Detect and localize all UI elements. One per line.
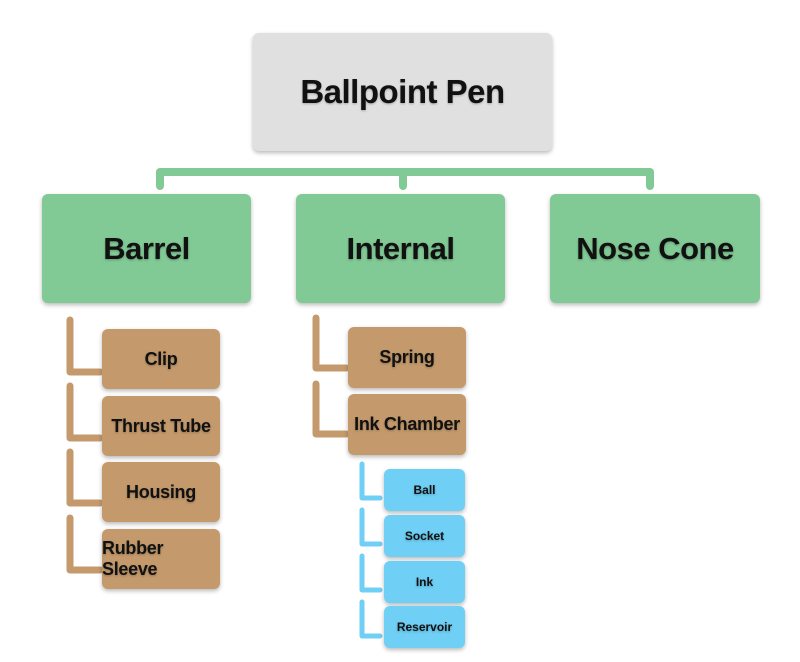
node-ball[interactable]: Ball (384, 469, 465, 511)
node-clip[interactable]: Clip (102, 329, 220, 389)
connector-housing (66, 448, 104, 507)
connector-socket (359, 507, 383, 547)
node-spring[interactable]: Spring (348, 327, 466, 388)
node-clip-label: Clip (144, 348, 178, 369)
node-barrel-label: Barrel (103, 230, 190, 266)
internal-connectors (312, 314, 350, 438)
node-socket-label: Socket (404, 529, 445, 543)
connector-ink-chamber (312, 380, 350, 438)
node-housing-label: Housing (126, 481, 196, 502)
node-housing[interactable]: Housing (102, 462, 220, 522)
node-reservoir-label: Reservoir (396, 620, 453, 634)
node-socket[interactable]: Socket (384, 515, 465, 557)
connector-rubber-sleeve (66, 514, 104, 574)
root-connector (156, 168, 654, 190)
node-internal-label: Internal (346, 230, 455, 266)
connector-spring (312, 314, 350, 372)
node-internal[interactable]: Internal (296, 194, 505, 303)
node-ball-label: Ball (413, 483, 436, 497)
node-nose-cone[interactable]: Nose Cone (550, 194, 760, 303)
node-thrust-tube-label: Thrust Tube (111, 415, 211, 436)
node-barrel[interactable]: Barrel (42, 194, 251, 303)
connector-ball (359, 461, 383, 501)
node-rubber-sleeve-label: Rubber Sleeve (102, 538, 164, 579)
node-nose-cone-label: Nose Cone (576, 230, 734, 266)
connector-ink (359, 553, 383, 593)
node-reservoir[interactable]: Reservoir (384, 606, 465, 648)
node-thrust-tube[interactable]: Thrust Tube (102, 396, 220, 456)
node-ink-chamber-label: Ink Chamber (354, 414, 460, 434)
connector-thrust-tube (66, 382, 104, 442)
root-label: Ballpoint Pen (300, 73, 505, 110)
connector-clip (66, 316, 104, 376)
ink-chamber-connectors (359, 461, 383, 639)
node-spring-label: Spring (379, 347, 435, 367)
root-node[interactable]: Ballpoint Pen (253, 33, 552, 151)
node-ink-chamber[interactable]: Ink Chamber (348, 394, 466, 455)
barrel-connectors (66, 316, 104, 574)
node-ink[interactable]: Ink (384, 561, 465, 603)
node-rubber-sleeve[interactable]: Rubber Sleeve (102, 529, 220, 589)
connector-reservoir (359, 599, 383, 639)
node-ink-label: Ink (415, 575, 434, 589)
